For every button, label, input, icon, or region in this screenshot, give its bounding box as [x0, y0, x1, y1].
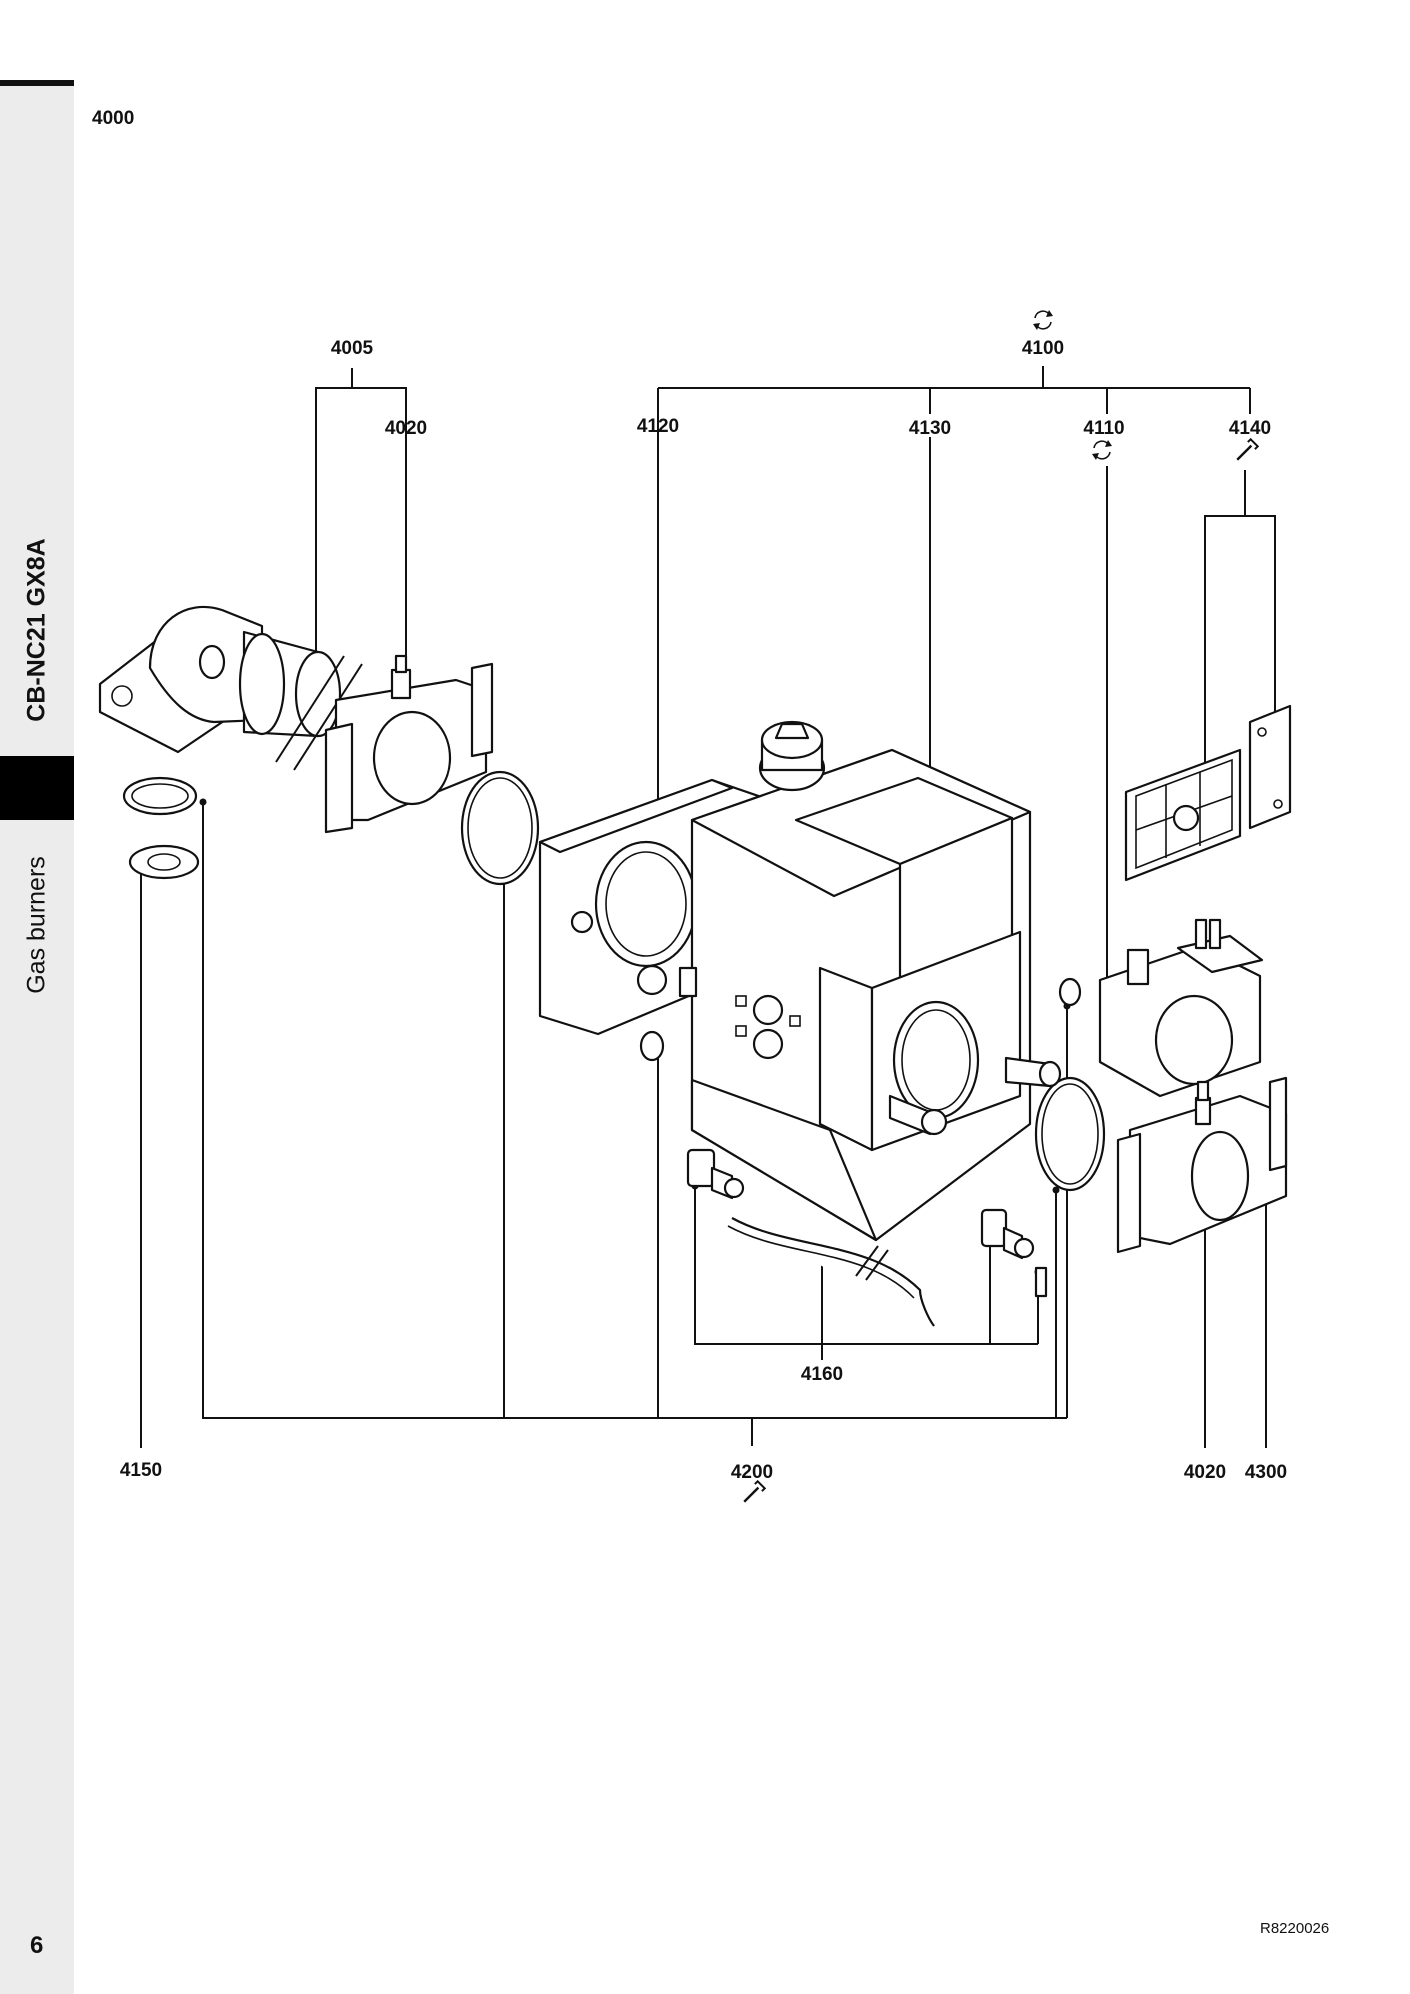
leader-lines [140, 366, 1276, 1448]
part-label-4300: 4300 [1244, 1462, 1288, 1483]
valve-actuator [1098, 918, 1264, 1098]
gas-elbow-fitting [98, 605, 363, 771]
flat-gasket-left [128, 844, 200, 880]
gas-valve-body [678, 720, 1062, 1242]
part-label-4140: 4140 [1228, 418, 1272, 439]
part-label-4020-bottom: 4020 [1183, 1462, 1227, 1483]
section-number: 4000 [92, 108, 135, 129]
part-label-4100: 4100 [1021, 338, 1065, 359]
wrench-icon [743, 1479, 767, 1503]
wrench-icon [1236, 437, 1260, 461]
impulse-tube [731, 1217, 935, 1327]
small-o-ring-b [1058, 977, 1082, 1007]
sidebar-band [0, 86, 74, 1994]
small-o-ring-a [639, 1030, 665, 1062]
outlet-flange [1116, 1076, 1288, 1254]
sidebar-rule [0, 80, 74, 86]
part-label-4110: 4110 [1083, 418, 1125, 439]
drawing-reference-code: R8220026 [1260, 1920, 1330, 1937]
part-label-4150: 4150 [119, 1460, 163, 1481]
circular-arrows-icon [1033, 310, 1053, 330]
filter-insert [1124, 704, 1292, 882]
circular-arrows-icon [1092, 440, 1112, 460]
test-nipple-left [686, 1148, 745, 1200]
test-nipple-right [980, 1208, 1048, 1298]
part-label-4005: 4005 [330, 338, 374, 359]
part-label-4130: 4130 [908, 418, 952, 439]
part-label-4120: 4120 [636, 416, 680, 437]
part-label-4200: 4200 [730, 1462, 774, 1483]
flange-with-test-nipple [324, 654, 494, 834]
o-ring-right [1034, 1076, 1106, 1192]
page-number: 6 [30, 1932, 44, 1959]
sidebar-marker-block [0, 756, 74, 820]
part-label-4020-top: 4020 [384, 418, 428, 439]
o-ring-center [460, 770, 540, 886]
part-label-4160: 4160 [800, 1364, 844, 1385]
